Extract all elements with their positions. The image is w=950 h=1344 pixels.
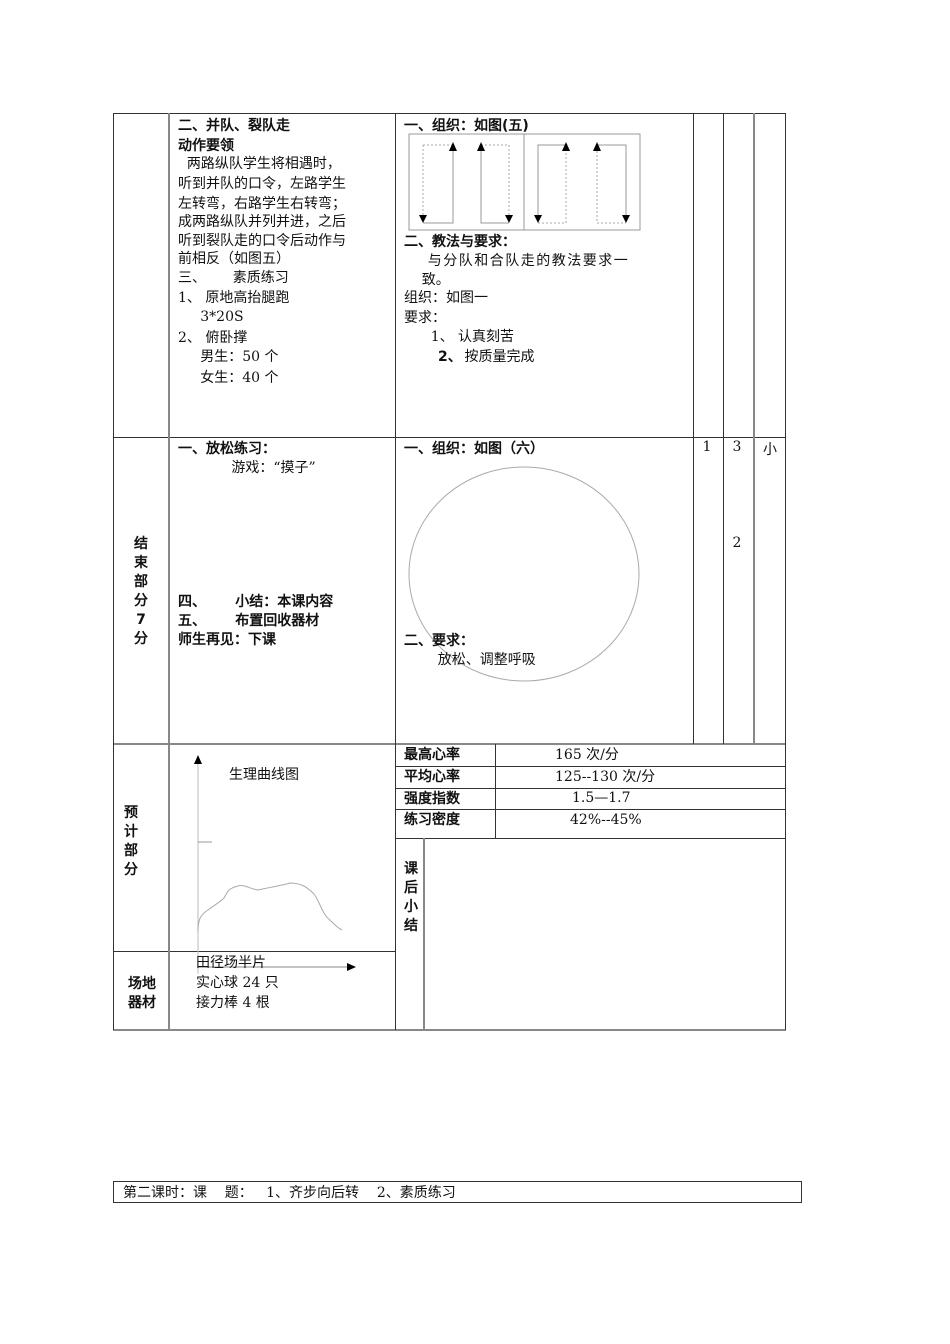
- ending-req-text: 放松、调整呼吸: [420, 652, 536, 668]
- req-item-2-num: 2、: [438, 349, 462, 365]
- req-line: 要求：: [404, 310, 446, 326]
- ending-intensity: 小: [763, 442, 777, 458]
- stat-value-avg-hr: 125--130 次/分: [555, 769, 656, 785]
- stat-value-intensity: 1.5—1.7: [572, 790, 631, 806]
- walk-para-4: 成两路纵队并列并进，之后: [178, 214, 346, 230]
- fitness-item-2: 2、 俯卧撑: [178, 330, 248, 346]
- relax-title: 一、放松练习：: [178, 441, 276, 457]
- ending-minutes-top: 3: [732, 439, 742, 455]
- row-divider-2: [113, 743, 786, 745]
- method-line-2: 致。: [404, 272, 450, 288]
- req-item-2-text: 按质量完成: [460, 349, 535, 365]
- table-bottom-border: [113, 1029, 786, 1031]
- label-char: 结: [404, 918, 418, 934]
- walk-para-3: 左转弯，右路学生右转弯；: [178, 196, 346, 212]
- label-char: 课: [404, 861, 418, 877]
- walk-subtitle: 动作要领: [178, 138, 234, 154]
- ending-req-title: 二、要求：: [404, 633, 474, 649]
- stat-label-intensity: 强度指数: [404, 791, 460, 807]
- method-line-1: 与分队和合队走的教法要求一: [404, 253, 630, 269]
- col-divider-2: [395, 113, 396, 1030]
- venue-section-label: 场地 器材: [124, 975, 160, 1013]
- label-char: 结: [134, 536, 148, 552]
- label-char: 小: [404, 899, 418, 915]
- fitness-item-1-detail: 3*20S: [178, 309, 244, 325]
- walk-para-6: 前相反（如图五）: [178, 251, 290, 267]
- label-char: 分: [134, 593, 148, 609]
- physiological-curve-chart: [194, 755, 356, 974]
- stat-label-max-hr: 最高心率: [404, 747, 460, 763]
- farewell: 师生再见：下课: [178, 632, 276, 648]
- ending-times: 1: [702, 439, 712, 455]
- fitness-item-1: 1、 原地高抬腿跑: [178, 290, 290, 306]
- walk-title: 二、并队、裂队走: [178, 118, 290, 134]
- venue-item-3: 接力棒 4 根: [196, 995, 270, 1011]
- relax-game: 游戏：“摸子”: [178, 460, 316, 476]
- equipment-item: 五、 布置回收器材: [178, 613, 320, 629]
- forecast-section-label: 预 计 部 分: [121, 804, 141, 880]
- org-line: 组织：如图一: [404, 290, 488, 306]
- fitness-item-2-male: 男生：50 个: [178, 349, 279, 365]
- table-left-border: [113, 113, 114, 1030]
- walk-para-1: 两路纵队学生将相遇时，: [178, 156, 341, 172]
- walk-para-5: 听到裂队走的口令后动作与: [178, 233, 346, 249]
- venue-item-1: 田径场半片: [196, 955, 266, 971]
- label-char: 后: [404, 880, 418, 896]
- stats-col-divider: [495, 744, 496, 838]
- ending-org-title: 一、组织：如图（六）: [404, 441, 544, 457]
- row-divider-1: [113, 437, 786, 438]
- label-char: 分: [124, 862, 138, 878]
- label-line: 场地: [128, 976, 156, 992]
- table-top-border: [113, 113, 786, 114]
- fitness-heading: 三、 素质练习: [178, 270, 289, 286]
- ending-minutes-bottom: 2: [732, 535, 742, 551]
- label-char: 预: [124, 805, 138, 821]
- circle-formation-diagram-6: [408, 466, 640, 682]
- table-right-border: [785, 113, 786, 1030]
- stat-label-density: 练习密度: [404, 812, 460, 828]
- review-label: 课 后 小 结: [401, 860, 421, 936]
- review-col-divider: [423, 838, 425, 1030]
- label-line: 器材: [128, 995, 156, 1011]
- stats-divider-4: [395, 838, 785, 839]
- org-walk-title: 一、组织：如图(五): [404, 118, 529, 134]
- fitness-item-2-female: 女生：40 个: [178, 370, 279, 386]
- venue-item-2: 实心球 24 只: [196, 975, 279, 991]
- second-lesson-topic: 第二课时：课 题： 1、齐步向后转 2、素质练习: [123, 1185, 456, 1201]
- chart-title: 生理曲线图: [229, 767, 299, 783]
- formation-diagram-5: [408, 133, 641, 231]
- col-divider-4: [723, 113, 724, 744]
- stat-value-max-hr: 165 次/分: [555, 747, 619, 763]
- col-divider-1: [168, 113, 170, 1030]
- ending-section-label: 结 束 部 分 7 分: [131, 535, 151, 649]
- stat-value-density: 42%--45%: [570, 812, 642, 828]
- label-char: 分: [134, 631, 148, 647]
- label-char: 束: [134, 555, 148, 571]
- summary-item: 四、 小结：本课内容: [178, 594, 334, 610]
- stats-divider-1: [395, 766, 785, 767]
- label-char: 7: [136, 612, 146, 628]
- stats-divider-2: [395, 788, 785, 789]
- req-item-1: 1、 认真刻苦: [404, 329, 515, 345]
- second-lesson-topic-box: 第二课时：课 题： 1、齐步向后转 2、素质练习: [113, 1181, 802, 1203]
- col-divider-3: [693, 113, 694, 744]
- stat-label-avg-hr: 平均心率: [404, 769, 460, 785]
- method-title: 二、教法与要求：: [404, 234, 516, 250]
- label-char: 计: [124, 824, 138, 840]
- stats-divider-3: [395, 809, 785, 810]
- col-divider-5: [753, 113, 755, 744]
- row-divider-3: [113, 951, 395, 952]
- label-char: 部: [134, 574, 148, 590]
- walk-para-2: 听到并队的口令，左路学生: [178, 176, 346, 192]
- label-char: 部: [124, 843, 138, 859]
